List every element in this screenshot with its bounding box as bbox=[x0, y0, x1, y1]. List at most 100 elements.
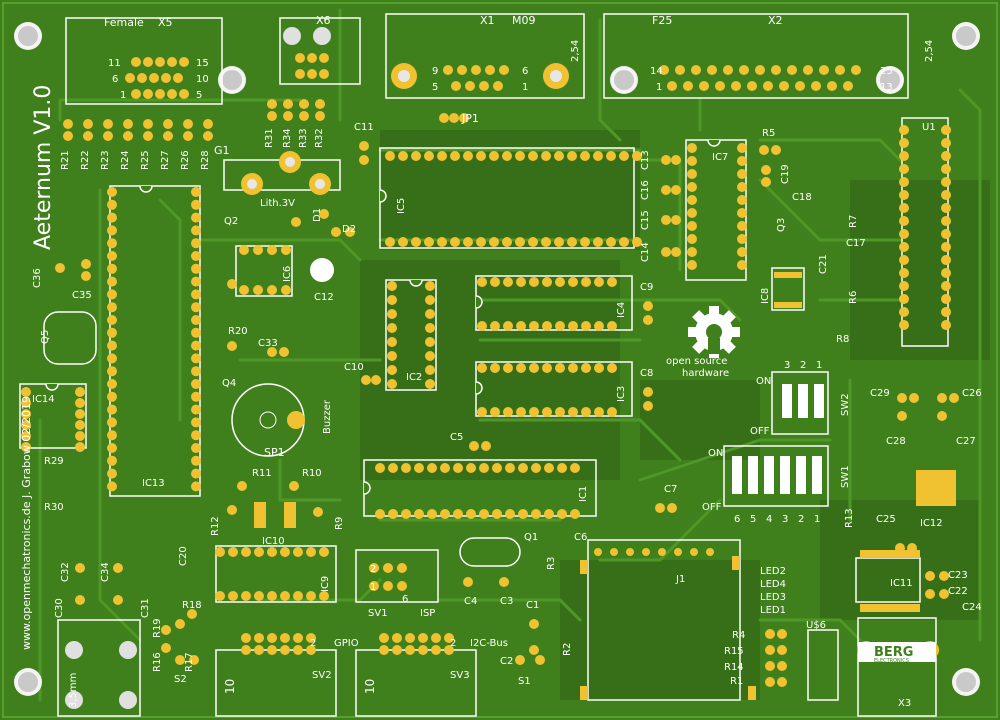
pad bbox=[594, 548, 602, 556]
label-pin: 15 bbox=[196, 58, 209, 69]
label-ic11: IC11 bbox=[890, 578, 913, 589]
pad bbox=[632, 237, 642, 247]
pad bbox=[899, 229, 909, 239]
pad bbox=[499, 577, 509, 587]
pad bbox=[765, 661, 775, 671]
pad bbox=[281, 285, 291, 295]
label-q4: Q4 bbox=[222, 378, 236, 389]
pad bbox=[899, 294, 909, 304]
pad bbox=[759, 145, 769, 155]
pad bbox=[319, 53, 329, 63]
label-jack: 3,5mm bbox=[68, 673, 79, 708]
pad bbox=[191, 340, 201, 351]
pad bbox=[477, 277, 487, 287]
pad bbox=[476, 151, 486, 161]
pad bbox=[107, 302, 117, 313]
pad bbox=[671, 185, 681, 195]
label-c16: C16 bbox=[640, 180, 651, 200]
label-g1: G1 bbox=[214, 144, 230, 157]
pad bbox=[241, 633, 251, 643]
pad bbox=[418, 645, 428, 655]
label-q2: Q2 bbox=[224, 216, 238, 227]
pad bbox=[505, 509, 515, 519]
label-pin: 6 bbox=[522, 66, 528, 77]
pad bbox=[699, 81, 709, 91]
pad bbox=[439, 113, 449, 123]
pad bbox=[453, 509, 463, 519]
pad bbox=[739, 65, 749, 75]
label-q3: Q3 bbox=[776, 218, 787, 232]
label-c33: C33 bbox=[258, 338, 278, 349]
pad bbox=[463, 151, 473, 161]
pad bbox=[281, 245, 291, 255]
pad bbox=[405, 633, 415, 643]
pad bbox=[939, 589, 949, 599]
pad bbox=[411, 151, 421, 161]
pad bbox=[191, 315, 201, 325]
pad bbox=[315, 111, 325, 121]
pad bbox=[606, 237, 616, 247]
pad bbox=[103, 131, 113, 141]
label-r11: R11 bbox=[252, 468, 272, 479]
label-pitch: 2,54 bbox=[570, 40, 581, 62]
pad bbox=[440, 463, 450, 473]
pad bbox=[107, 379, 117, 389]
label-d1: D1 bbox=[312, 208, 323, 222]
pad bbox=[568, 407, 578, 417]
label-r24: R24 bbox=[120, 150, 131, 170]
pad bbox=[503, 407, 513, 417]
pad bbox=[191, 289, 201, 300]
label-c25: C25 bbox=[876, 514, 896, 525]
pad bbox=[187, 609, 197, 619]
pad bbox=[476, 237, 486, 247]
label-ic10: IC10 bbox=[262, 536, 285, 547]
pad bbox=[941, 190, 951, 200]
pad bbox=[941, 164, 951, 174]
pad bbox=[75, 387, 85, 397]
pad bbox=[123, 131, 133, 141]
pad bbox=[137, 73, 147, 83]
pad bbox=[425, 323, 435, 333]
pad bbox=[215, 547, 225, 557]
pad bbox=[502, 151, 512, 161]
pad bbox=[289, 481, 299, 491]
pad bbox=[401, 463, 411, 473]
pad bbox=[490, 363, 500, 373]
pad bbox=[555, 363, 565, 373]
pad bbox=[397, 581, 407, 591]
pad bbox=[107, 251, 117, 261]
pad bbox=[385, 151, 395, 161]
pad bbox=[414, 463, 424, 473]
label-c3: C3 bbox=[500, 596, 513, 607]
pad bbox=[795, 81, 805, 91]
label-pin: 10 bbox=[363, 679, 377, 694]
pad bbox=[516, 363, 526, 373]
pad bbox=[502, 237, 512, 247]
pad bbox=[542, 277, 552, 287]
label-q5: Q5 bbox=[40, 330, 51, 344]
pad bbox=[554, 237, 564, 247]
pad bbox=[306, 591, 316, 601]
pad bbox=[254, 547, 264, 557]
pad bbox=[450, 237, 460, 247]
pad bbox=[851, 65, 861, 75]
label-r3: R3 bbox=[546, 557, 557, 570]
pad bbox=[107, 212, 117, 223]
oshw-logo-icon bbox=[688, 306, 740, 358]
label-pin: 5 bbox=[432, 82, 438, 93]
pad bbox=[737, 169, 747, 179]
pad bbox=[941, 268, 951, 278]
pad bbox=[492, 509, 502, 519]
pad bbox=[379, 645, 389, 655]
pad bbox=[379, 633, 389, 643]
pad bbox=[167, 57, 177, 67]
pad bbox=[675, 65, 685, 75]
label-pin: 1 bbox=[814, 514, 820, 525]
pad bbox=[607, 363, 617, 373]
pad bbox=[21, 431, 31, 441]
pad bbox=[191, 404, 201, 415]
pad bbox=[941, 177, 951, 187]
pad bbox=[107, 430, 117, 441]
pad bbox=[81, 271, 91, 281]
pad bbox=[557, 463, 567, 473]
